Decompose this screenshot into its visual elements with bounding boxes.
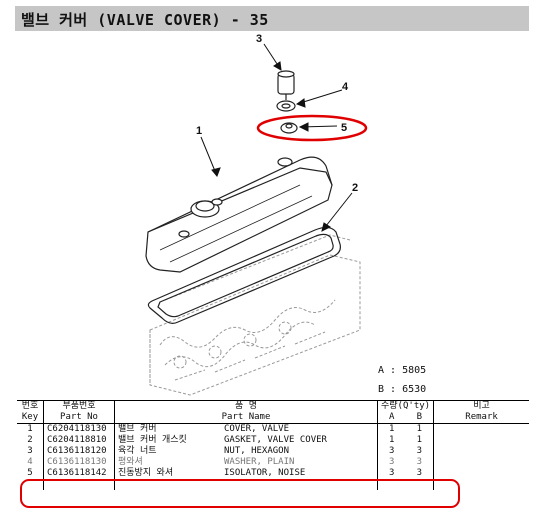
header-key-ko: 번호: [17, 400, 44, 412]
callout-1: 1: [196, 125, 202, 137]
table-row: 1 C6204118130 밸브 커버 COVER, VALVE 1 1: [17, 423, 529, 435]
table-row-highlighted: 5 C6136118142 진동방지 와셔 ISOLATOR, NOISE 3 …: [17, 468, 529, 479]
callout-2: 2: [352, 182, 358, 194]
header-qty-ko: 수량(Q'ty): [377, 400, 435, 412]
header-partname-en: Part Name: [114, 412, 378, 424]
header-remark-ko: 비고: [433, 400, 529, 412]
leader-lines: [200, 43, 353, 232]
gasket-part: [147, 226, 341, 324]
callout-4: 4: [342, 81, 349, 93]
header-remark-en: Remark: [433, 412, 529, 424]
table-row: 3 C6136118120 육각 너트 NUT, HEXAGON 3 3: [17, 446, 529, 457]
exploded-view-diagram: 1 2 3 4 5: [145, 33, 368, 396]
row-highlight-box: [20, 479, 460, 508]
engine-block-outline: [149, 234, 361, 396]
valve-cover-part: [145, 156, 333, 273]
isolator-part: [280, 122, 298, 134]
page-header: 밸브 커버 (VALVE COVER) - 35: [15, 6, 529, 31]
header-qty-a: A: [377, 412, 406, 424]
code-b: B : 6530: [378, 384, 427, 395]
callout-highlight: [256, 114, 368, 142]
header-key-en: Key: [17, 412, 44, 424]
nut-part: [277, 70, 295, 100]
callout-3: 3: [256, 33, 262, 45]
table-row: 2 C6204118810 밸브 커버 개스킷 GASKET, VALVE CO…: [17, 435, 529, 446]
header-qty-b: B: [405, 412, 435, 424]
parts-table: 번호 부품번호 품 명 수량(Q'ty) 비고 Key Part No Part…: [17, 400, 529, 490]
washer-part: [276, 100, 296, 112]
page-title: 밸브 커버 (VALVE COVER) - 35: [21, 11, 269, 29]
header-partno-ko: 부품번호: [43, 400, 115, 412]
table-row: 4 C6136118130 평와셔 WASHER, PLAIN 3 3: [17, 457, 529, 468]
callout-5: 5: [341, 122, 347, 134]
header-partno-en: Part No: [43, 412, 115, 424]
header-partname-ko: 품 명: [114, 400, 378, 412]
table-row-empty: [17, 479, 529, 490]
code-a: A : 5805: [378, 365, 427, 376]
